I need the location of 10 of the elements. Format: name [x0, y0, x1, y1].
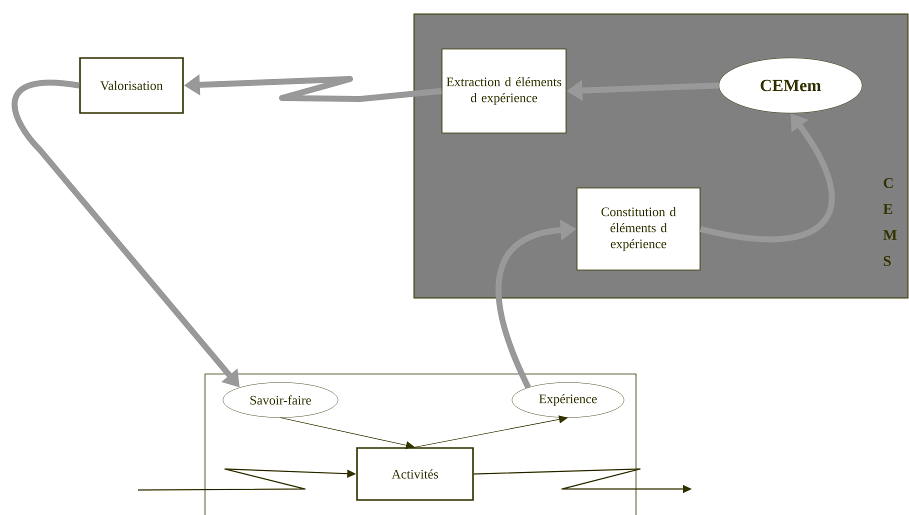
arrow [414, 415, 568, 448]
process-box: Extraction d éléments d expérience [442, 48, 566, 134]
ellipse-node: Expérience [512, 382, 624, 418]
arrow [280, 417, 415, 450]
process-box: Constitution d éléments d expérience [576, 188, 700, 270]
ellipse-node: Savoir-faire [222, 382, 338, 418]
activity-frame [204, 374, 636, 515]
process-box: Valorisation [79, 57, 184, 114]
process-box: Activités [356, 447, 474, 501]
ellipse-node: CEMem [718, 58, 862, 114]
